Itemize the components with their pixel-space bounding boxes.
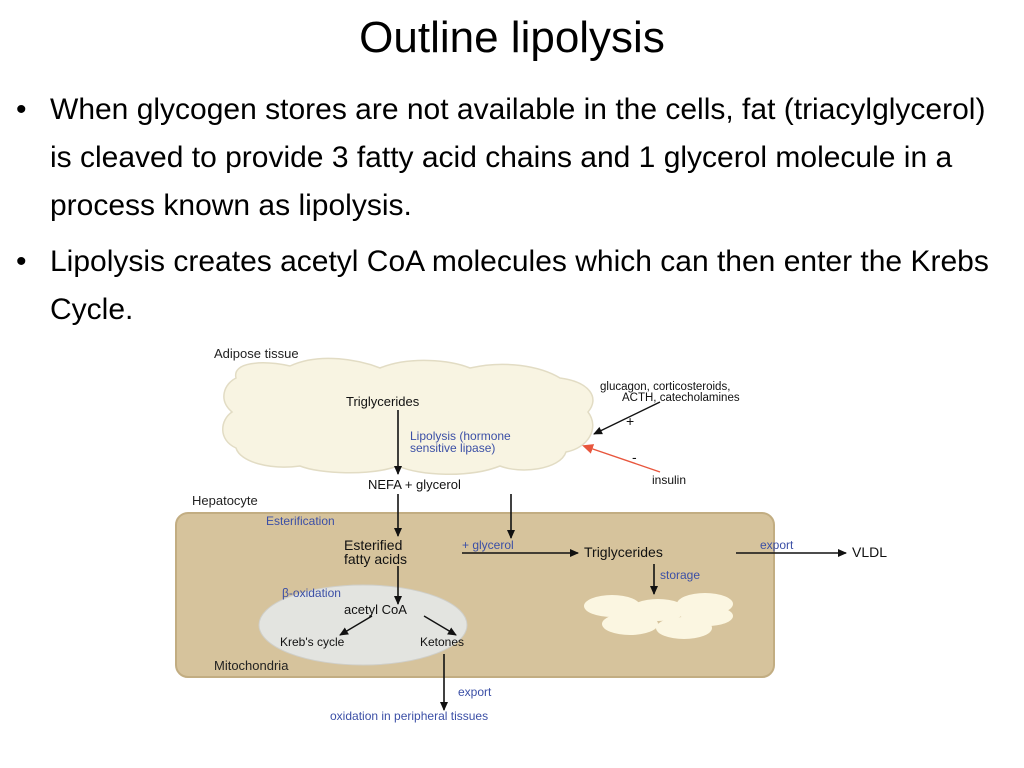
- mitochondria-label: Mitochondria: [214, 658, 289, 673]
- hormones-label-line2: ACTH, catecholamines: [622, 392, 740, 404]
- triglycerides-liver: Triglycerides: [584, 544, 663, 560]
- storage-label: storage: [660, 568, 700, 582]
- adipose-tissue-label: Adipose tissue: [214, 346, 299, 361]
- bullet-item: • Lipolysis creates acetyl CoA molecules…: [12, 238, 1012, 334]
- slide-title: Outline lipolysis: [359, 13, 665, 62]
- hormones-label-line1: glucagon, corticosteroids,: [600, 381, 730, 393]
- bullet-text: Lipolysis creates acetyl CoA molecules w…: [50, 245, 989, 326]
- esterified-line1: Esterified: [344, 537, 402, 553]
- vldl-label: VLDL: [852, 544, 887, 560]
- hepatocyte-label: Hepatocyte: [192, 493, 258, 508]
- lipid-droplet: [681, 606, 733, 626]
- lipolysis-diagram: Adipose tissue Triglycerides glucagon, c…: [175, 346, 887, 723]
- mitochondria-shape: [258, 584, 468, 666]
- insulin-label: insulin: [652, 473, 686, 487]
- arrow-hormones-activate: [593, 401, 661, 435]
- lipolysis-label-line2: sensitive lipase): [410, 441, 495, 455]
- lipid-droplet: [584, 595, 640, 617]
- bullet-icon: •: [16, 245, 27, 278]
- inhibitor-minus: -: [632, 449, 637, 465]
- esterification-label: Esterification: [266, 514, 335, 528]
- plus-glycerol-label: + glycerol: [462, 538, 514, 552]
- lipolysis-label-line1: Lipolysis (hormone: [410, 429, 511, 443]
- bullet-item: • When glycogen stores are not available…: [12, 86, 1012, 230]
- export-vldl-label: export: [760, 538, 794, 552]
- nefa-glycerol-label: NEFA + glycerol: [368, 477, 461, 492]
- arrow-to-krebs: [339, 615, 373, 636]
- oxidation-peripheral-label: oxidation in peripheral tissues: [330, 709, 488, 723]
- adipose-tissue-shape: [222, 357, 594, 475]
- arrow-to-ketones: [423, 615, 457, 636]
- esterified-line2: fatty acids: [344, 551, 407, 567]
- krebs-cycle-label: Kreb's cycle: [280, 635, 345, 649]
- triglycerides-adipose: Triglycerides: [346, 394, 420, 409]
- acetyl-coa-label: acetyl CoA: [344, 602, 407, 617]
- activator-plus: +: [626, 413, 634, 429]
- arrow-insulin-inhibit: [582, 444, 661, 473]
- lipid-droplet: [602, 613, 658, 635]
- bullet-list: • When glycogen stores are not available…: [12, 86, 1012, 342]
- export-ketones-label: export: [458, 685, 492, 699]
- ketones-label: Ketones: [420, 635, 464, 649]
- bullet-text: When glycogen stores are not available i…: [50, 93, 986, 222]
- bullet-icon: •: [16, 93, 27, 126]
- beta-oxidation-label: β-oxidation: [282, 586, 341, 600]
